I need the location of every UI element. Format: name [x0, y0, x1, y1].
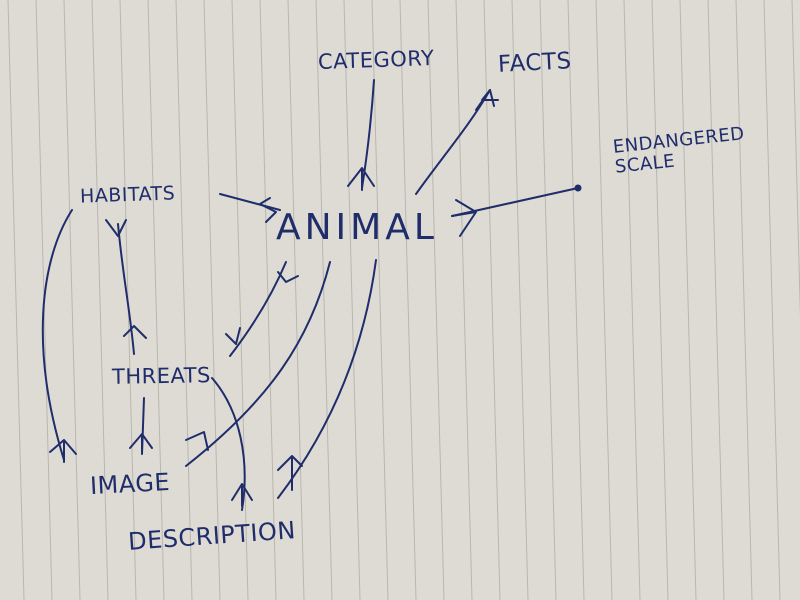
paper-rule-line: [231, 0, 249, 600]
paper-rule-line: [595, 0, 613, 600]
paper-rule-line: [399, 0, 417, 600]
arrowhead-animal-endangered: [451, 199, 477, 237]
arrowhead-threats-description: [231, 483, 253, 507]
paper-rule-line: [511, 0, 529, 600]
edge-animal-endangered: [451, 187, 579, 217]
paper-rule-line: [371, 0, 389, 600]
paper-rule-line: [567, 0, 585, 600]
paper-rule-line: [679, 0, 697, 600]
arrowhead-animal-threats-bottom: [225, 327, 241, 345]
paper-rule-line: [287, 0, 305, 600]
node-threats: THREATS: [111, 363, 212, 389]
arrowhead-animal-facts: [475, 89, 499, 111]
node-facts: FACTS: [497, 48, 573, 78]
node-habitats: HABITATS: [79, 182, 176, 208]
paper-rule-line: [455, 0, 473, 600]
edge-threats-description: [211, 377, 246, 511]
paper-rule-line: [63, 0, 81, 600]
arrowhead-animal-description: [277, 455, 303, 491]
arrowhead-animal-category: [347, 167, 375, 191]
node-animal-center: ANIMAL: [276, 207, 438, 248]
paper-rule-line: [763, 0, 781, 600]
edge-endpoint-dot: [574, 184, 582, 192]
paper-rule-line: [203, 0, 221, 600]
edge-animal-habitats: [219, 193, 281, 211]
paper-rule-line: [427, 0, 445, 600]
paper-rule-line: [791, 0, 800, 319]
paper-rule-line: [147, 0, 165, 600]
edge-habitats-threats: [117, 223, 135, 355]
paper-rule-line: [315, 0, 333, 600]
edge-animal-description: [277, 259, 377, 499]
edge-animal-threats: [229, 261, 287, 357]
paper-rule-line: [7, 0, 25, 600]
paper-rule-line: [91, 0, 109, 600]
paper-rule-line: [539, 0, 557, 600]
node-category: CATEGORY: [317, 45, 435, 75]
arrowhead-animal-image: [185, 431, 209, 451]
edge-animal-image: [185, 261, 331, 467]
arrowhead-habitats-threats-top: [105, 219, 127, 237]
paper-rule-line: [175, 0, 193, 600]
edge-habitats-image: [41, 209, 73, 461]
node-image: IMAGE: [89, 467, 171, 501]
arrowhead-threats-image: [129, 433, 153, 453]
paper-rule-line: [343, 0, 361, 600]
edge-animal-category: [361, 79, 375, 189]
arrowhead-habitats-threats-bottom: [123, 325, 147, 339]
arrowhead-habitats-image: [49, 439, 77, 463]
paper-rule-line: [651, 0, 669, 600]
paper-rule-line: [707, 0, 725, 600]
paper-rule-line: [735, 0, 753, 600]
paper-rule-line: [483, 0, 501, 600]
arrowhead-animal-threats-top: [277, 271, 299, 283]
paper-rule-line: [623, 0, 641, 600]
arrowhead-animal-habitats: [259, 197, 277, 223]
